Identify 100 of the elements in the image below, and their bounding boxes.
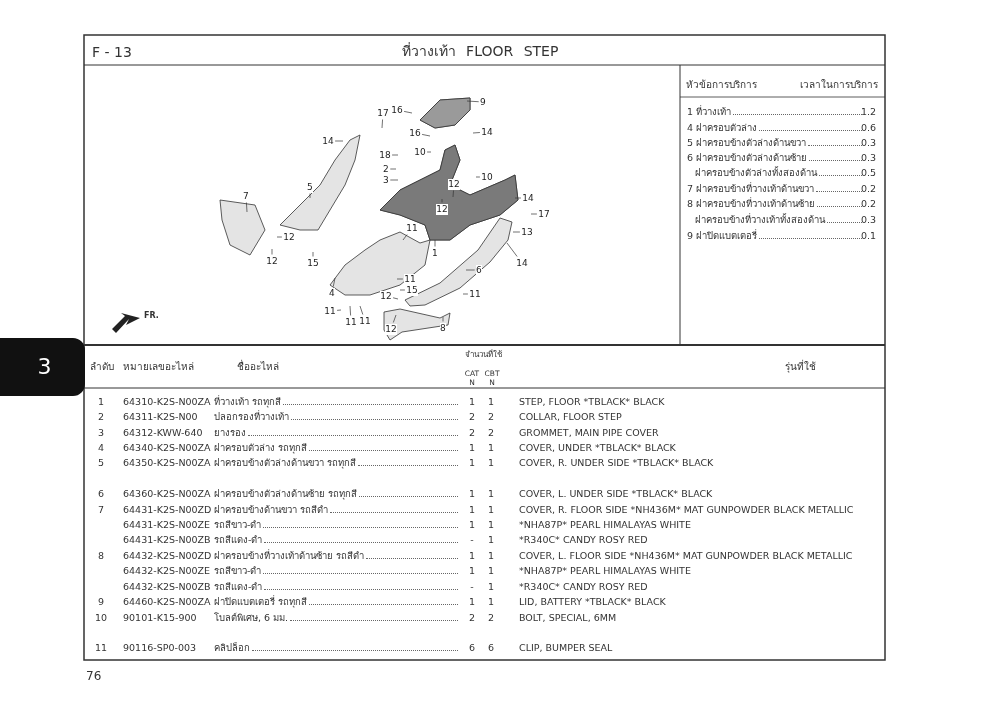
callout-number: 8 [439,322,447,334]
quantity: 1 [469,489,475,499]
part-name: ฝาปิดแบตเตอรี่ รถทุกสี [214,597,458,607]
leader-line [392,314,397,323]
leader-line [396,278,404,280]
leader-line [475,176,481,178]
callout-number: 6 [475,264,483,276]
leader-line [403,111,413,114]
leader-line [530,213,538,215]
callout-number: 14 [321,135,335,147]
quantity: 1 [488,443,494,453]
quantity: 2 [488,412,494,422]
column-heading: จำนวนที่ใช้ [464,351,502,359]
callout-number: 1 [431,247,439,259]
quantity: 1 [488,505,494,515]
callout-number: 11 [344,316,358,328]
item-number: 6 [98,489,104,499]
callout-number: 11 [468,288,482,300]
column-heading: ลำดับ [90,362,114,372]
leader-line [472,132,481,134]
callout-number: 2 [382,163,390,175]
part-number: 64431-K2S-N00ZD [123,505,212,515]
leader-line [391,154,399,156]
part-name: รถสีแดง-ดำ [214,535,458,545]
leader-line [334,140,344,142]
leader-line [462,293,469,295]
callout-number: 11 [405,222,419,234]
part-name: โบลต์พิเศษ, 6 มม. [214,613,458,623]
callout-number: 16 [408,127,422,139]
quantity: 1 [469,597,475,607]
part-name: ฝาครอบข้างด้านขวา รถสีดำ [214,505,458,515]
part-name: ที่วางเท้า รถทุกสี [214,397,458,407]
chapter-tab: 3 [0,338,85,396]
part-description: LID, BATTERY *TBLACK* BLACK [519,597,666,607]
quantity: - [470,582,474,592]
service-item: 8 ฝาครอบข้างที่วางเท้าด้านซ้าย [687,199,862,209]
quantity: 1 [488,597,494,607]
part-number: 64311-K2S-N00 [123,412,198,422]
leader-line [246,202,248,213]
leader-line [452,190,454,198]
part-number: 64431-K2S-N00ZB [123,535,211,545]
part-description: COVER, UNDER *TBLACK* BLACK [519,443,676,453]
callout-number: 12 [447,178,461,190]
item-number: 7 [98,505,104,515]
leader-line [434,239,436,247]
column-heading: หมายเลขอะไหล่ [123,362,194,372]
quantity: 6 [469,643,475,653]
leader-line [402,234,408,241]
quantity: 1 [469,551,475,561]
callout-number: 14 [480,126,494,138]
service-time: 0.5 [860,168,876,178]
service-item: 7 ฝาครอบข้างที่วางเท้าด้านขวา [687,184,862,194]
callout-number: 12 [384,323,398,335]
leader-line [514,197,522,199]
leader-line [271,248,273,255]
service-item: 9 ฝาปิดแบตเตอรี่ [687,231,862,241]
quantity: 1 [469,566,475,576]
part-description: STEP, FLOOR *TBLACK* BLACK [519,397,665,407]
service-time: 0.2 [860,184,876,194]
service-time: 1.2 [860,107,876,117]
callout-number: 5 [306,181,314,193]
page-title: ที่วางเท้า FLOOR STEP [401,44,559,58]
part-description: COVER, L. FLOOR SIDE *NH436M* MAT GUNPOWDER BLACK METALLIC [519,551,853,561]
leader-line [399,289,406,291]
column-heading: หัวข้อการบริการ [686,80,757,90]
quantity: 1 [488,397,494,407]
callout-number: 11 [323,305,337,317]
quantity: 2 [469,613,475,623]
part-description: COLLAR, FLOOR STEP [519,412,622,422]
leader-line [381,119,383,129]
part-name: ฝาครอบตัวล่าง รถทุกสี [214,443,458,453]
part-name: รถสีขาว-ดำ [214,566,458,576]
part-description: GROMMET, MAIN PIPE COVER [519,428,659,438]
callout-number: 15 [405,284,419,296]
part-description: BOLT, SPECIAL, 6MM [519,613,617,623]
part-number: 64310-K2S-N00ZA [123,397,211,407]
part-name: ปลอกรองที่วางเท้า [214,412,458,422]
leader-line [309,193,311,199]
part-name: ฝาครอบข้างที่วางเท้าด้านซ้าย รถสีดำ [214,551,458,561]
callout-number: 12 [379,290,393,302]
leader-line [336,309,342,311]
callout-number: 13 [520,226,534,238]
item-number: 1 [98,397,104,407]
quantity: 1 [469,520,475,530]
quantity: 1 [469,505,475,515]
quantity: 1 [488,551,494,561]
item-number: 4 [98,443,104,453]
direction-label: FR. [144,312,159,320]
quantity: 1 [488,582,494,592]
item-number: 5 [98,458,104,468]
quantity: 1 [488,535,494,545]
service-item: ฝาครอบข้างตัวล่างทั้งสองด้าน [695,168,862,178]
part-number: 90116-SP0-003 [123,643,196,653]
column-heading: เวลาในการบริการ [800,80,878,90]
quantity: 1 [488,520,494,530]
part-description: *NHA87P* PEARL HIMALAYAS WHITE [519,520,691,530]
service-time: 0.3 [860,138,876,148]
part-name: ยางรอง [214,428,458,438]
callout-number: 18 [378,149,392,161]
callout-number: 12 [282,231,296,243]
